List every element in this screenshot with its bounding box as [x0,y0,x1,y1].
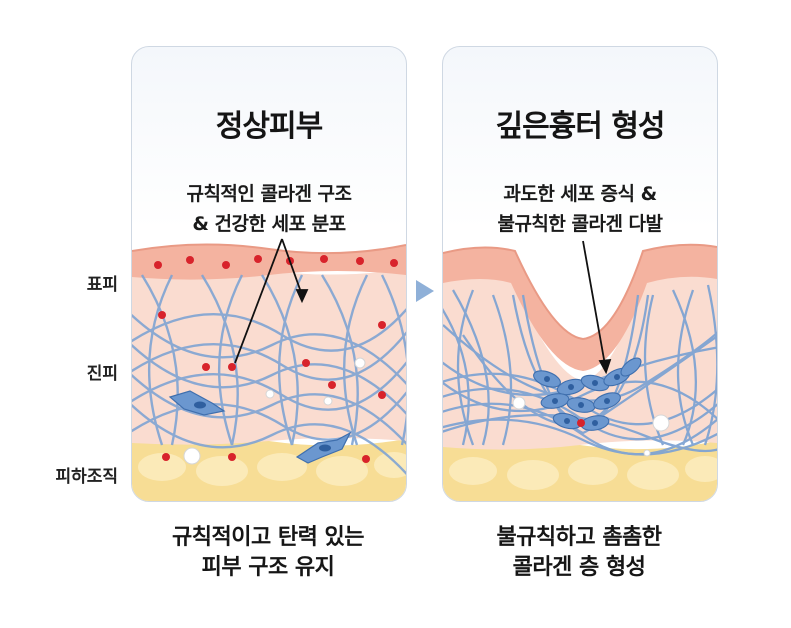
normal-skin-title: 정상피부 [215,109,323,144]
fat-cells [138,452,406,486]
scar-title: 깊은흉터 형성 [495,109,665,144]
scar-illustration [443,240,717,501]
caption-line-2: 콜라겐 층 형성 [512,555,646,580]
vesicles [183,357,366,465]
pointer-arrow [582,240,612,375]
normal-skin-note: 규칙적인 콜라겐 구조 & 건강한 세포 분포 [132,179,406,239]
caption-line-2: 피부 구조 유지 [201,555,335,580]
fibroblast-cells [168,390,352,464]
note-line-1: 규칙적인 콜라겐 구조 [186,183,352,205]
scar-panel: 깊은흉터 형성 과도한 세포 증식 & 불규칙한 콜라겐 다발 [442,46,718,502]
pointer-arrows [234,238,309,364]
epidermis-layer [443,244,717,371]
normal-skin-caption: 규칙적이고 탄력 있는 피부 구조 유지 [113,523,423,583]
note-line-1: 과도한 세포 증식 & [503,183,657,205]
caption-line-1: 규칙적이고 탄력 있는 [172,525,364,550]
label-subcutis: 피하조직 [55,467,118,487]
scar-note: 과도한 세포 증식 & 불규칙한 콜라겐 다발 [443,179,717,239]
label-dermis: 진피 [86,364,118,384]
note-line-2: & 건강한 세포 분포 [192,213,346,235]
collagen-fibers [132,274,406,476]
label-epidermis: 표피 [86,275,118,295]
cell-nuclei [544,374,620,426]
fat-cells [449,456,717,490]
caption-line-1: 불규칙하고 촘촘한 [496,525,662,550]
vesicles [512,396,670,457]
note-line-2: 불규칙한 콜라겐 다발 [497,213,663,235]
red-dot [577,419,585,427]
scar-caption: 불규칙하고 촘촘한 콜라겐 층 형성 [424,523,734,583]
normal-skin-illustration [132,238,406,501]
transition-arrow-icon [416,280,434,302]
normal-skin-panel: 정상피부 규칙적인 콜라겐 구조 & 건강한 세포 분포 [131,46,407,502]
red-dots [154,255,398,463]
